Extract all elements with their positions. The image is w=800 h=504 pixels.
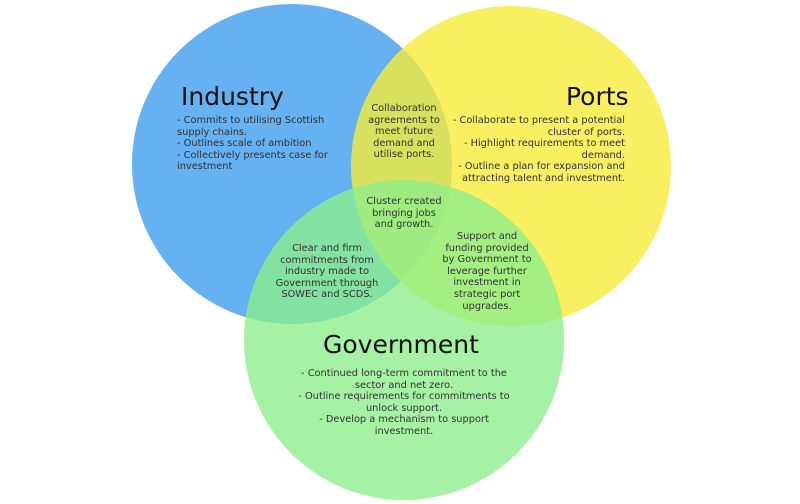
text-line: Support and bbox=[456, 231, 518, 242]
text-line: utilise ports. bbox=[373, 149, 435, 161]
text-line: - Outline a plan for expansion and bbox=[458, 161, 625, 173]
text-line: - Continued long-term commitment to the bbox=[301, 368, 507, 379]
text-line: - Collaborate to present a potential bbox=[452, 115, 625, 126]
text-line: Cluster created bbox=[366, 196, 442, 207]
text-line: - Commits to utilising Scottish bbox=[177, 115, 325, 126]
text-line: Government through bbox=[275, 277, 379, 289]
industry-title: Industry bbox=[181, 82, 284, 111]
ports-title: Ports bbox=[566, 82, 629, 111]
text-line: funding provided bbox=[445, 242, 529, 254]
text-line: - Collectively presents case for bbox=[177, 149, 328, 161]
text-line: unlock support. bbox=[365, 402, 443, 414]
text-line: Clear and firm bbox=[292, 243, 362, 254]
text-line: meet future bbox=[374, 126, 434, 138]
text-line: supply chains. bbox=[177, 126, 248, 138]
text-line: demand. bbox=[581, 149, 625, 161]
text-line: Collaboration bbox=[371, 103, 437, 114]
text-line: - Develop a mechanism to support bbox=[319, 414, 489, 426]
text-line: investment in bbox=[453, 277, 521, 289]
text-line: commitments from bbox=[280, 254, 374, 266]
text-line: agreements to bbox=[368, 114, 440, 126]
text-line: bringing jobs bbox=[372, 207, 436, 219]
text-line: investment. bbox=[374, 425, 434, 437]
government-circle bbox=[244, 180, 564, 500]
text-line: - Outline requirements for commitments t… bbox=[298, 391, 510, 403]
text-line: attracting talent and investment. bbox=[462, 172, 625, 184]
text-line: strategic port bbox=[453, 288, 521, 300]
text-line: and growth. bbox=[374, 219, 434, 231]
text-line: upgrades. bbox=[462, 300, 512, 312]
text-line: leverage further bbox=[447, 265, 527, 277]
text-line: industry made to bbox=[285, 266, 369, 278]
text-line: sector and net zero. bbox=[354, 379, 454, 391]
text-line: - Highlight requirements to meet bbox=[463, 138, 625, 150]
government-title: Government bbox=[323, 330, 479, 359]
text-line: investment bbox=[177, 161, 233, 173]
text-line: cluster of ports. bbox=[547, 126, 625, 138]
text-line: demand and bbox=[373, 137, 435, 149]
text-line: SOWEC and SCDS. bbox=[281, 289, 373, 301]
text-line: by Government to bbox=[442, 254, 532, 266]
text-line: - Outlines scale of ambition bbox=[177, 138, 312, 150]
